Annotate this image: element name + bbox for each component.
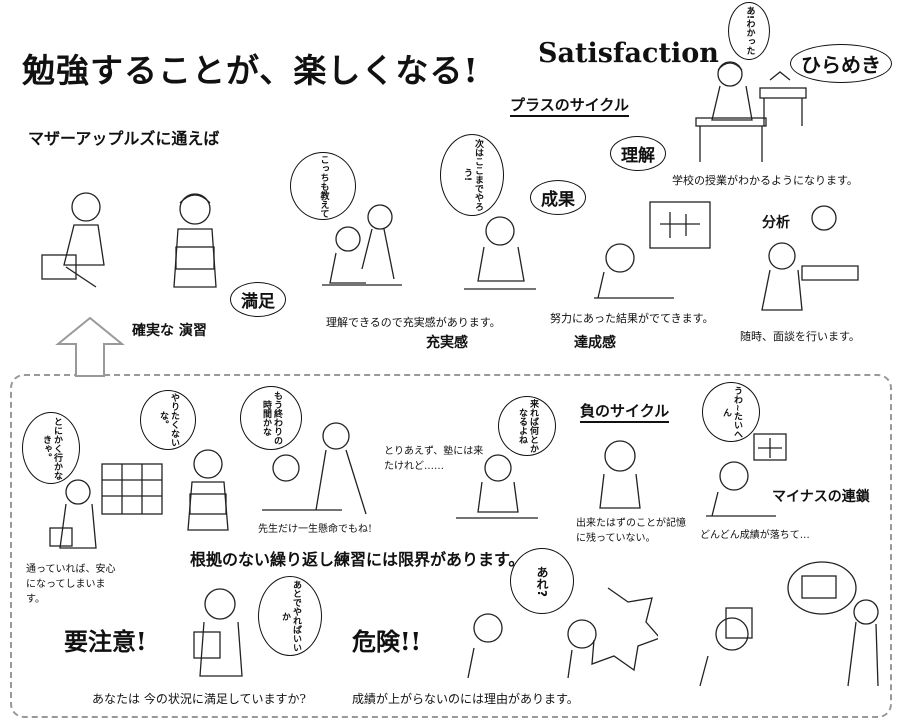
- bored-student-illustration: [187, 449, 229, 531]
- doryoku-caption: 努力にあった結果がでてきます。: [550, 312, 714, 325]
- puzzled-students-illustration: [467, 587, 658, 679]
- speech-bubble-tonikaku: とにかく行かなきゃ。: [22, 412, 80, 484]
- dondon-caption: どんどん成績が落ちて…: [700, 530, 810, 541]
- sensei-caption: 先生だけ一生懸命でもね!: [258, 524, 373, 535]
- kayotte-caption: 通っていれば、安心になってしまいます。: [26, 564, 116, 605]
- kiken-heading: 危険!!: [352, 627, 422, 656]
- student-reading-illustration: [173, 193, 217, 288]
- jujitsukan-label: 充実感: [426, 335, 468, 351]
- mother-apples-label: マザーアップルズに通えば: [28, 129, 220, 148]
- plus-cycle-label: プラスのサイクル: [510, 94, 629, 117]
- page-title: 勉強することが、楽しくなる!: [22, 51, 479, 90]
- doctor-student-illustration: [699, 561, 879, 687]
- confused-student-illustration: [599, 440, 641, 509]
- tasseikan-label: 達成感: [574, 335, 616, 351]
- speech-bubble-atode: あとでやればいいか: [258, 576, 322, 656]
- counseling-illustration: [761, 205, 859, 311]
- speech-bubble-aa: あ!わかった: [728, 2, 770, 60]
- student-at-desk-illustration: [456, 454, 538, 519]
- speech-bubble-uwa: うわ~たいへん: [702, 382, 760, 442]
- speech-bubble-kureba: 来れば何とかなるよね: [498, 396, 556, 456]
- teacher-explaining-illustration: [262, 422, 367, 515]
- speech-bubble-are: あれ?: [510, 548, 574, 614]
- speech-bubble-yaritaku: やりたくないな。: [140, 390, 196, 450]
- speech-bubble-tsugi: 次はここまでやろう!: [440, 134, 504, 216]
- fu-cycle-label: 負のサイクル: [580, 400, 670, 423]
- worried-student-illustration: [706, 433, 787, 517]
- seiseki-caption: 成績が上がらないのには理由があります。: [352, 692, 579, 706]
- speech-bubble-kocchimo: こっちも教えて: [290, 152, 356, 220]
- minus-label: マイナスの連鎖: [772, 489, 870, 505]
- hirameki-badge: ひらめき: [790, 44, 892, 83]
- youchuui-heading: 要注意!: [64, 627, 147, 656]
- anata-caption: あなたは 今の状況に満足していますか?: [92, 692, 306, 706]
- speech-bubble-mou: もう終わりの時間かな: [240, 386, 302, 450]
- dekita-caption: 出来たはずのことが記憶に残っていない。: [576, 518, 686, 544]
- konkyo-text: 根拠のない繰り返し練習には限界があります。: [190, 550, 525, 569]
- mendan-caption: 随時、面談を行います。: [740, 330, 860, 343]
- rikai-badge: 理解: [610, 136, 666, 171]
- student-studying-board-illustration: [594, 201, 711, 299]
- jujitsu-caption: 理解できるので充実感があります。: [326, 316, 501, 329]
- student-kneeling-illustration: [41, 192, 105, 288]
- manzoku-badge: 満足: [230, 282, 286, 317]
- bunseki-label: 分析: [762, 215, 790, 231]
- up-arrow-icon: [55, 316, 125, 377]
- kakujitsu-label: 確実な 演習: [132, 323, 207, 339]
- satisfaction-heading: Satisfaction: [538, 38, 719, 69]
- toriaezu-caption: とりあえず、塾には来たけれど……: [384, 446, 484, 472]
- negative-cycle-frame: [10, 374, 892, 718]
- seika-badge: 成果: [530, 180, 586, 215]
- classroom-illustration: [695, 61, 807, 162]
- singing-student-illustration: [193, 588, 243, 677]
- student-with-bag-illustration: [49, 463, 163, 549]
- student-writing-illustration: [464, 216, 536, 290]
- school-caption: 学校の授業がわかるようになります。: [672, 174, 858, 187]
- teacher-helping-illustration: [322, 204, 402, 286]
